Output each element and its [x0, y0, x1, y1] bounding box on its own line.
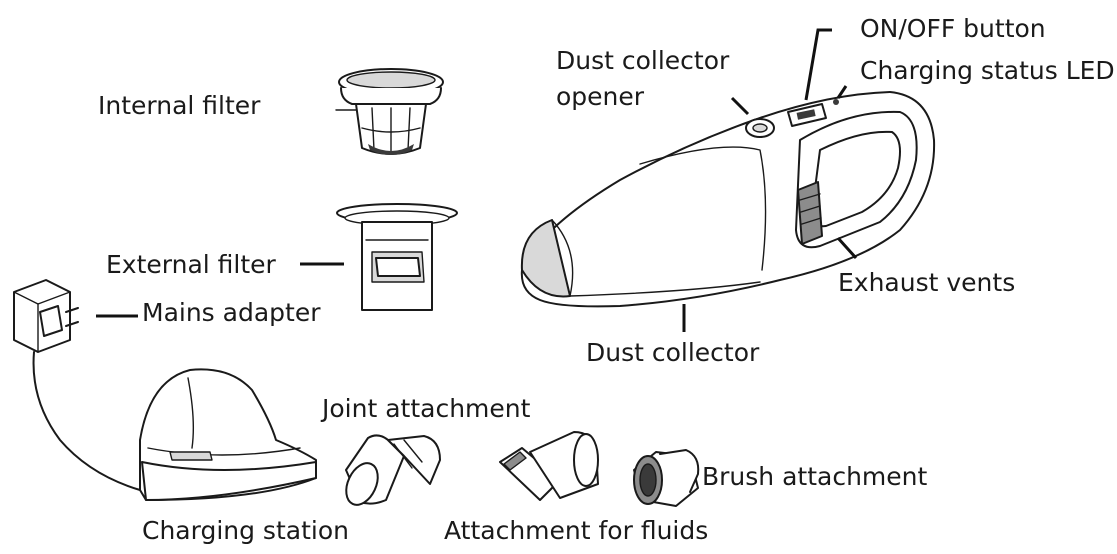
label-dust-collector: Dust collector	[586, 338, 760, 367]
brush-attachment-illustration	[633, 449, 700, 507]
label-on-off-button: ON/OFF button	[860, 14, 1046, 43]
mains-adapter-illustration	[13, 279, 141, 491]
handheld-vacuum-illustration	[520, 91, 936, 308]
label-dust-collector-opener-line1: Dust collector	[556, 46, 730, 75]
label-internal-filter: Internal filter	[98, 91, 261, 120]
label-dust-collector-opener-line2: opener	[556, 82, 645, 111]
leader-lines	[96, 28, 858, 332]
label-mains-adapter: Mains adapter	[142, 298, 321, 327]
label-attachment-for-fluids: Attachment for fluids	[444, 516, 709, 545]
label-brush-attachment: Brush attachment	[702, 462, 928, 491]
fluids-attachment-illustration	[499, 431, 599, 501]
label-joint-attachment: Joint attachment	[322, 394, 531, 423]
internal-filter-illustration	[335, 68, 444, 155]
charging-station-illustration	[139, 368, 317, 501]
external-filter-illustration	[336, 203, 458, 311]
label-charging-status-led: Charging status LED	[860, 56, 1115, 85]
label-charging-station: Charging station	[142, 516, 349, 545]
label-external-filter: External filter	[106, 250, 276, 279]
label-exhaust-vents: Exhaust vents	[838, 268, 1016, 297]
joint-attachment-illustration	[345, 434, 441, 506]
